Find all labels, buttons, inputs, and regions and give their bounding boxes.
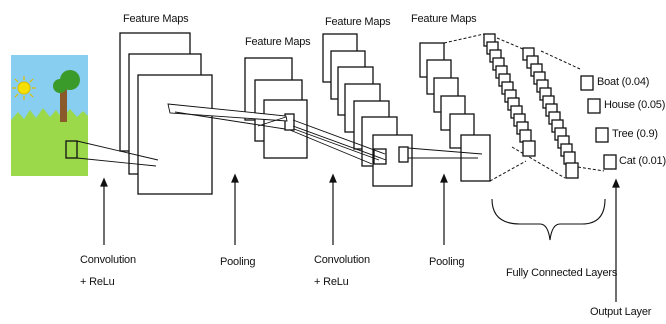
input-grass (11, 108, 88, 176)
feature-maps-label: Feature Maps (123, 13, 189, 25)
fc-layer-1 (483, 33, 536, 157)
stage-label-pool2: Pooling (429, 256, 465, 268)
projection-lines (76, 103, 483, 167)
sun-icon (12, 76, 36, 100)
feature-maps-pool2 (419, 42, 491, 182)
fc1-unit (522, 140, 536, 157)
feature-maps-label: Feature Maps (411, 13, 477, 25)
fm3-patch (373, 148, 387, 165)
stage-label-fc: Fully Connected Layers (506, 267, 618, 279)
fc-connectors (443, 33, 605, 182)
arrow-up-icon (612, 178, 620, 302)
stage-label-conv1-line2: + ReLu (80, 276, 115, 288)
fc1-unit (519, 129, 532, 143)
stage-label-conv2-line2: + ReLu (314, 276, 349, 288)
stage-label-conv2: Convolution + ReLu (314, 254, 370, 289)
stage-label-conv1-line1: Convolution (80, 254, 136, 266)
feature-maps-conv2 (322, 33, 413, 187)
arrow-up-icon (440, 173, 448, 245)
stage-label-conv1: Convolution + ReLu (80, 254, 136, 289)
arrow-up-icon (231, 173, 239, 245)
fc-layer-2 (522, 47, 579, 179)
fm1-map (137, 74, 213, 195)
feature-maps-label: Feature Maps (245, 36, 311, 48)
input-receptive-field (65, 140, 78, 159)
output-label-cat: Cat (0.01) (619, 155, 666, 167)
output-node-tree (595, 127, 609, 143)
output-label-house: House (0.05) (604, 99, 666, 111)
fc-bracket (491, 198, 606, 241)
output-node-cat (603, 154, 617, 170)
output-node-boat (580, 75, 594, 91)
fm2-patch (284, 113, 295, 131)
stage-arrows (100, 173, 620, 302)
output-nodes (580, 75, 617, 170)
arrow-up-icon (100, 177, 108, 245)
output-node-house (587, 98, 601, 114)
stage-label-output: Output Layer (590, 306, 652, 318)
feature-maps-label: Feature Maps (325, 16, 391, 28)
feature-maps-conv1 (119, 32, 213, 195)
fc2-unit (565, 162, 579, 179)
fm3-patch (398, 146, 409, 163)
input-image (11, 55, 88, 176)
stage-label-pool1: Pooling (220, 256, 256, 268)
tree-icon (53, 70, 80, 122)
arrow-up-icon (329, 173, 337, 245)
output-label-boat: Boat (0.04) (597, 76, 650, 88)
fc2-unit (563, 151, 576, 165)
feature-maps-pool1 (244, 57, 308, 159)
output-label-tree: Tree (0.9) (612, 128, 658, 140)
stage-label-conv2-line1: Convolution (314, 254, 370, 266)
